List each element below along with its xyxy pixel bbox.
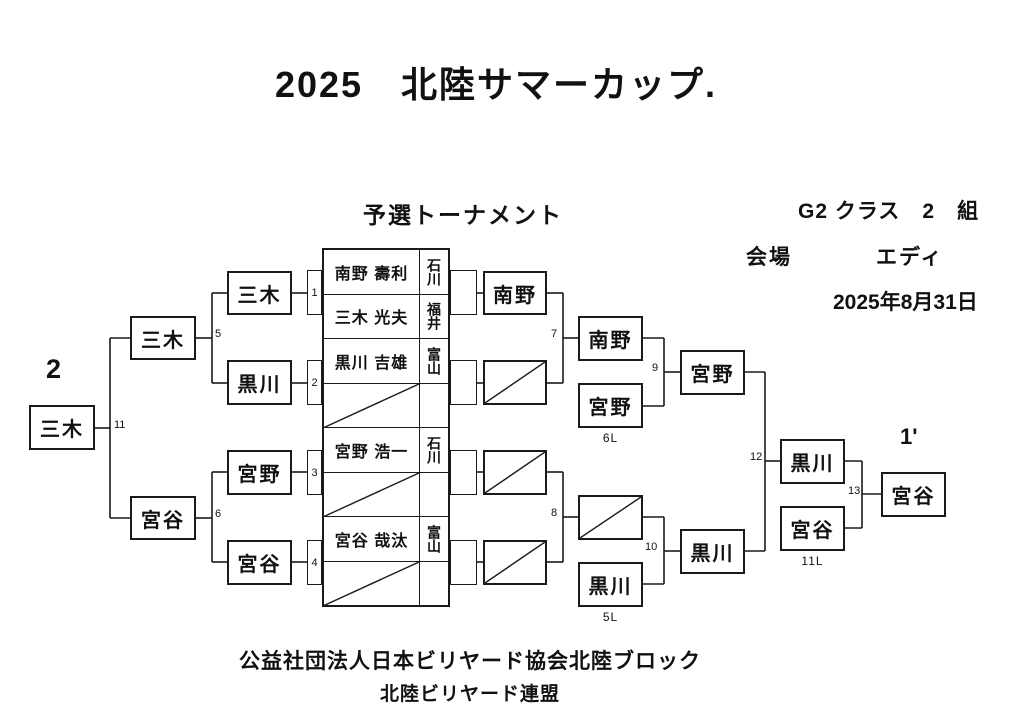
match-13-number: 13 bbox=[848, 485, 861, 497]
loser-connector-4 bbox=[450, 540, 477, 585]
match-3-connector: 3 bbox=[307, 450, 322, 495]
match-8-number: 8 bbox=[551, 507, 558, 519]
player-prefecture: 富山 bbox=[420, 517, 448, 561]
loser-r1-bye-box bbox=[483, 450, 547, 495]
winner-qf4-box: 宮谷 bbox=[227, 540, 292, 585]
venue-name: エディ bbox=[876, 246, 944, 269]
match-5-number: 5 bbox=[215, 328, 222, 340]
player-prefecture: 富山 bbox=[420, 339, 448, 383]
entry-row-8-bye bbox=[324, 561, 448, 606]
loser-r2-bye-box bbox=[578, 495, 643, 540]
loser-entry-5L-label: 5L bbox=[602, 610, 619, 624]
loser-r3-bottom-box: 黒川 bbox=[680, 529, 745, 574]
loser-connector-1 bbox=[450, 270, 477, 315]
federation-line: 北陸ビリヤード連盟 bbox=[379, 684, 560, 705]
loser-r1-top-box: 南野 bbox=[483, 271, 547, 315]
prefecture-text: 富山 bbox=[426, 524, 442, 553]
loser-r1-bye-box bbox=[483, 360, 547, 405]
loser-connector-3 bbox=[450, 450, 477, 495]
loser-r2-entry5-box: 黒川 bbox=[578, 562, 643, 607]
match-7-number: 7 bbox=[551, 328, 558, 340]
loser-entry-11L-label: 11L bbox=[801, 554, 824, 568]
prefecture-text: 石川 bbox=[426, 435, 442, 464]
prefecture-text: 石川 bbox=[426, 257, 442, 286]
player-prefecture: 石川 bbox=[420, 250, 448, 294]
event-date: 2025年8月31日 bbox=[833, 291, 978, 314]
match-12-number: 12 bbox=[750, 451, 763, 463]
entry-row-5: 宮野 浩一 石川 bbox=[324, 428, 448, 473]
winner-qf3-box: 宮野 bbox=[227, 450, 292, 495]
bye-diagonal bbox=[324, 562, 419, 606]
bye-cell bbox=[324, 383, 420, 428]
player-name: 南野 壽利 bbox=[324, 250, 420, 294]
winner-semi-top-box: 三木 bbox=[130, 316, 196, 360]
loser-final-box: 宮谷 bbox=[881, 472, 946, 517]
organization-line: 公益社団法人日本ビリヤード協会北陸ブロック bbox=[239, 650, 701, 673]
player-name: 宮谷 哉汰 bbox=[324, 517, 420, 561]
bracket-subtitle: 予選トーナメント bbox=[363, 202, 563, 228]
bye-cell bbox=[324, 561, 420, 606]
entry-row-7: 宮谷 哉汰 富山 bbox=[324, 517, 448, 562]
match-number: 3 bbox=[311, 466, 318, 479]
match-11-number: 11 bbox=[114, 419, 126, 431]
match-2-connector: 2 bbox=[307, 360, 322, 405]
winner-qf2-box: 黒川 bbox=[227, 360, 292, 405]
match-4-connector: 4 bbox=[307, 540, 322, 585]
entry-table: 南野 壽利 石川 三木 光夫 福井 黒川 吉雄 富山 宮野 浩一 石川 bbox=[322, 248, 450, 607]
loser-connector-2 bbox=[450, 360, 477, 405]
loser-r2-top-box: 南野 bbox=[578, 316, 643, 361]
match-9-number: 9 bbox=[652, 362, 659, 374]
player-name: 黒川 吉雄 bbox=[324, 339, 420, 383]
player-name: 宮野 浩一 bbox=[324, 428, 420, 472]
player-prefecture: 福井 bbox=[420, 295, 448, 339]
match-10-number: 10 bbox=[645, 541, 658, 553]
prefecture-text: 福井 bbox=[426, 302, 442, 331]
match-number: 4 bbox=[311, 556, 318, 569]
loser-r1-bye-box bbox=[483, 540, 547, 585]
bye-diagonal bbox=[580, 497, 641, 538]
first-seat-label: 1' bbox=[900, 424, 918, 449]
loser-r2-entry6-box: 宮野 bbox=[578, 383, 643, 428]
match-6-number: 6 bbox=[215, 508, 222, 520]
bye-diagonal bbox=[485, 542, 545, 583]
entry-row-6-bye bbox=[324, 472, 448, 517]
match-1-connector: 1 bbox=[307, 270, 322, 315]
player-prefecture: 石川 bbox=[420, 428, 448, 472]
match-number: 2 bbox=[311, 376, 318, 389]
loser-r4-top-box: 黒川 bbox=[780, 439, 845, 484]
loser-entry-6L-label: 6L bbox=[602, 431, 619, 445]
winner-qf1-box: 三木 bbox=[227, 271, 292, 315]
player-prefecture bbox=[420, 562, 448, 606]
match-number: 1 bbox=[311, 286, 318, 299]
page-title: 2025 北陸サマーカップ. bbox=[274, 64, 718, 105]
player-prefecture bbox=[420, 384, 448, 428]
winners-bracket-lines bbox=[95, 292, 307, 563]
bye-diagonal bbox=[485, 452, 545, 493]
entry-row-2: 三木 光夫 福井 bbox=[324, 294, 448, 339]
prefecture-text: 富山 bbox=[426, 346, 442, 375]
bye-diagonal bbox=[324, 473, 419, 517]
loser-r4-entry11-box: 宮谷 bbox=[780, 506, 845, 551]
entry-row-4-bye bbox=[324, 383, 448, 428]
second-seat-label: 2 bbox=[46, 354, 62, 384]
player-prefecture bbox=[420, 473, 448, 517]
entry-row-3: 黒川 吉雄 富山 bbox=[324, 339, 448, 384]
class-group-info: G2 クラス 2 組 bbox=[798, 200, 980, 223]
bye-diagonal bbox=[485, 362, 545, 403]
bye-cell bbox=[324, 472, 420, 517]
bye-diagonal bbox=[324, 384, 419, 428]
loser-r3-top-box: 宮野 bbox=[680, 350, 745, 395]
venue-label: 会場 bbox=[746, 246, 792, 269]
winner-semi-bottom-box: 宮谷 bbox=[130, 496, 196, 540]
entry-row-1: 南野 壽利 石川 bbox=[324, 250, 448, 295]
winner-final-box: 三木 bbox=[29, 405, 95, 450]
player-name: 三木 光夫 bbox=[324, 294, 420, 338]
